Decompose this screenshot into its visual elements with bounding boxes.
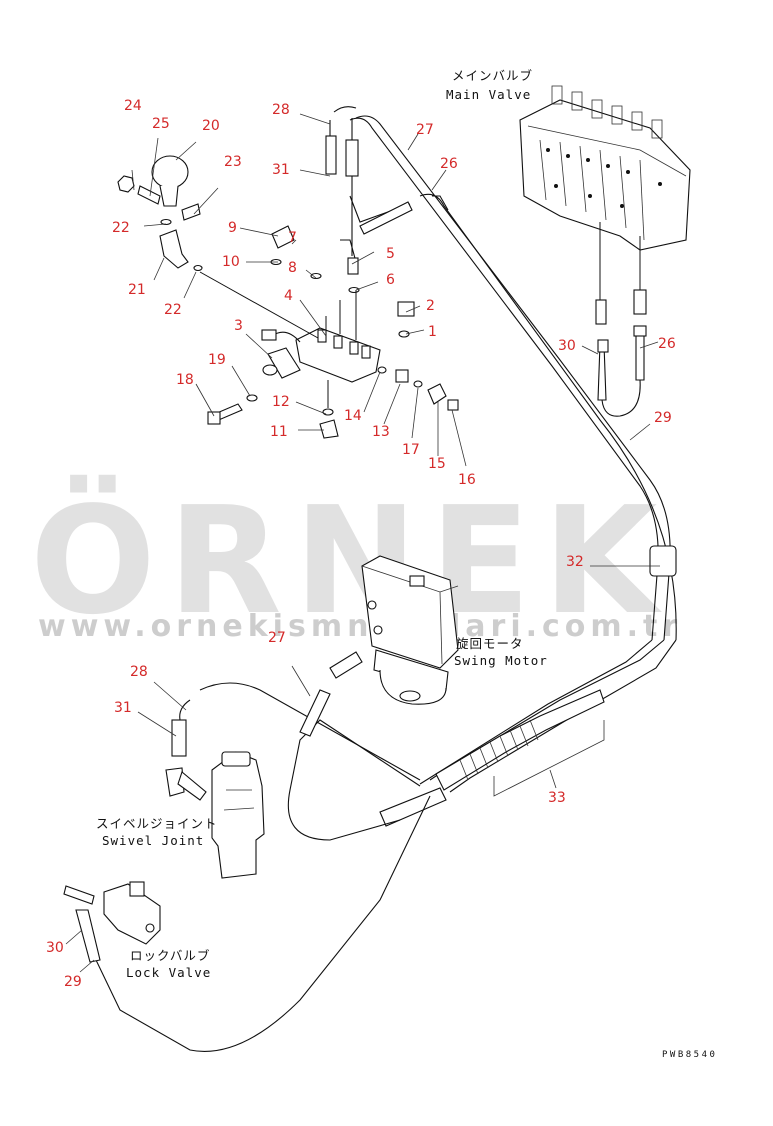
callout-7: 7 xyxy=(288,230,297,246)
callout-26b: 26 xyxy=(658,336,676,352)
lock-valve-drawing xyxy=(63,881,161,963)
callout-30a: 30 xyxy=(558,338,576,354)
swing-motor-jp: 旋回モータ xyxy=(456,636,524,651)
callout-leaders xyxy=(65,113,660,973)
callout-9: 9 xyxy=(228,220,237,236)
callout-8: 8 xyxy=(288,260,297,276)
main-valve-drawing xyxy=(519,85,691,417)
callout-31b: 31 xyxy=(114,700,132,716)
lock-valve-en: Lock Valve xyxy=(126,965,211,980)
callout-11: 11 xyxy=(270,424,288,440)
lock-valve-label: ロックバルブ Lock Valve xyxy=(126,948,211,980)
lower-hoses xyxy=(95,545,677,1052)
main-valve-jp: メインバルブ xyxy=(452,68,533,83)
callouts: 24 25 20 23 22 21 22 9 10 7 8 4 3 19 18 … xyxy=(46,98,676,990)
callout-13: 13 xyxy=(372,424,390,440)
callout-21: 21 xyxy=(128,282,146,298)
callout-12: 12 xyxy=(272,394,290,410)
lock-valve-jp: ロックバルブ xyxy=(130,948,210,963)
main-valve-en: Main Valve xyxy=(446,87,531,102)
callout-4: 4 xyxy=(284,288,293,304)
hose-bundle xyxy=(325,106,677,641)
fittings-cluster xyxy=(117,155,459,439)
callout-33: 33 xyxy=(548,790,566,806)
callout-6: 6 xyxy=(386,272,395,288)
callout-28b: 28 xyxy=(130,664,148,680)
callout-17: 17 xyxy=(402,442,420,458)
callout-27a: 27 xyxy=(416,122,434,138)
callout-5: 5 xyxy=(386,246,395,262)
callout-27b: 27 xyxy=(268,630,286,646)
watermark-brand: ÖRNEK xyxy=(30,474,669,647)
callout-24: 24 xyxy=(124,98,142,114)
callout-30b: 30 xyxy=(46,940,64,956)
callout-28a: 28 xyxy=(272,102,290,118)
swing-motor-label: 旋回モータ Swing Motor xyxy=(454,636,548,668)
drawing-code: PWB8540 xyxy=(662,1050,717,1060)
callout-2: 2 xyxy=(426,298,435,314)
swivel-joint-label: スイベルジョイント Swivel Joint xyxy=(96,816,218,848)
callout-25: 25 xyxy=(152,116,170,132)
main-valve-label: メインバルブ Main Valve xyxy=(446,68,533,102)
callout-23: 23 xyxy=(224,154,242,170)
callout-22a: 22 xyxy=(112,220,130,236)
callout-3: 3 xyxy=(234,318,243,334)
callout-29a: 29 xyxy=(654,410,672,426)
callout-10: 10 xyxy=(222,254,240,270)
callout-1: 1 xyxy=(428,324,437,340)
callout-20: 20 xyxy=(202,118,220,134)
callout-32: 32 xyxy=(566,554,584,570)
callout-18: 18 xyxy=(176,372,194,388)
callout-26a: 26 xyxy=(440,156,458,172)
callout-19: 19 xyxy=(208,352,226,368)
swivel-joint-drawing xyxy=(165,719,265,879)
swing-motor-drawing xyxy=(329,555,459,705)
callout-22b: 22 xyxy=(164,302,182,318)
watermark-url: www.orneki̇smnkhalari.com.tr xyxy=(38,609,682,644)
swivel-joint-en: Swivel Joint xyxy=(102,833,204,848)
callout-29b: 29 xyxy=(64,974,82,990)
watermark: ÖRNEK www.orneki̇smnkhalari.com.tr xyxy=(30,474,682,647)
callout-16: 16 xyxy=(458,472,476,488)
swing-motor-en: Swing Motor xyxy=(454,653,548,668)
callout-31a: 31 xyxy=(272,162,290,178)
callout-14: 14 xyxy=(344,408,362,424)
swivel-joint-jp: スイベルジョイント xyxy=(96,816,218,831)
callout-15: 15 xyxy=(428,456,446,472)
